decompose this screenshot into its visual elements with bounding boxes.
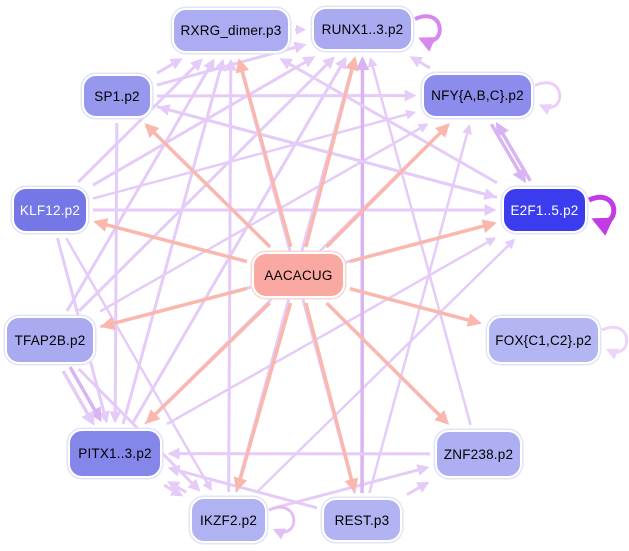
- node-KLF12[interactable]: KLF12.p2: [12, 187, 88, 233]
- node-label: REST.p3: [334, 512, 390, 528]
- node-ZNF238[interactable]: ZNF238.p2: [435, 430, 522, 478]
- node-label: RUNX1..3.p2: [321, 21, 404, 37]
- node-label: TFAP2B.p2: [14, 332, 86, 348]
- edge-AACACUG-PITX: [145, 301, 271, 424]
- edge-AACACUG-NFY: [325, 123, 450, 249]
- edge-KLF12-NFY: [92, 109, 417, 200]
- self-loop-RUNX: [414, 14, 442, 52]
- node-SP1[interactable]: SP1.p2: [82, 74, 152, 118]
- self-loop-E2F1: [588, 195, 617, 236]
- node-label: SP1.p2: [94, 88, 140, 104]
- node-TFAP2B[interactable]: TFAP2B.p2: [5, 316, 95, 364]
- edge-E2F1-SP1: [157, 104, 498, 199]
- edge-TFAP2B-RXRG: [65, 58, 215, 312]
- edge-KLF12-RUNX: [92, 56, 316, 187]
- node-AACACUG[interactable]: AACACUG: [252, 252, 345, 298]
- edge-AACACUG-IKZF2: [233, 302, 293, 492]
- node-IKZF2[interactable]: IKZF2.p2: [190, 497, 267, 543]
- edge-NFY-E2F1: [489, 123, 526, 184]
- node-E2F1[interactable]: E2F1..5.p2: [502, 187, 587, 233]
- edge-TFAP2B-PITX: [68, 366, 102, 422]
- edge-IKZF2-PITX: [167, 481, 188, 494]
- edge-E2F1-NFY: [495, 121, 532, 182]
- node-REST[interactable]: REST.p3: [322, 498, 402, 542]
- node-label: KLF12.p2: [19, 202, 81, 218]
- node-RXRG[interactable]: RXRG_dimer.p3: [172, 8, 290, 53]
- edge-AACACUG-E2F1: [349, 219, 497, 264]
- edge-PITX-RUNX: [130, 56, 347, 425]
- edge-AACACUG-RUNX: [304, 56, 359, 248]
- edge-IKZF2-RXRG: [224, 58, 237, 493]
- edge-PITX-E2F1: [166, 237, 497, 426]
- edge-REST-NFY: [368, 123, 472, 494]
- node-label: ZNF238.p2: [443, 446, 514, 462]
- edge-AACACUG-SP1: [144, 123, 272, 249]
- edge-AACACUG-KLF12: [93, 218, 248, 264]
- self-loop-NFY: [534, 81, 562, 115]
- self-loop-FOX: [601, 326, 629, 360]
- node-PITX[interactable]: PITX1..3.p2: [68, 429, 162, 478]
- edge-REST-ZNF238: [406, 481, 430, 496]
- edge-SP1-RXRG: [156, 58, 183, 75]
- node-label: RXRG_dimer.p3: [180, 23, 282, 38]
- node-RUNX[interactable]: RUNX1..3.p2: [312, 7, 413, 51]
- edge-IKZF2-E2F1: [256, 238, 516, 493]
- node-label: IKZF2.p2: [199, 512, 258, 528]
- edge-TFAP2B-PITX: [61, 370, 95, 426]
- edge-TFAP2B-NFY: [99, 123, 429, 313]
- node-NFY[interactable]: NFY{A,B,C}.p2: [422, 73, 533, 118]
- self-loop-IKZF2: [268, 506, 296, 540]
- edge-AACACUG-RXRG: [235, 58, 293, 248]
- edge-AACACUG-TFAP2B: [100, 286, 248, 331]
- node-label: NFY{A,B,C}.p2: [431, 88, 524, 103]
- edge-E2F1-RXRG: [279, 58, 498, 185]
- node-label: E2F1..5.p2: [510, 202, 579, 218]
- edge-NFY-RUNX: [409, 56, 431, 70]
- node-label: PITX1..3.p2: [78, 446, 152, 461]
- edge-AACACUG-ZNF238: [325, 301, 450, 425]
- node-label: AACACUG: [264, 267, 333, 283]
- edge-AACACUG-REST: [304, 302, 359, 493]
- edge-AACACUG-FOX: [349, 286, 482, 327]
- node-FOX[interactable]: FOX{C1,C2}.p2: [487, 316, 600, 364]
- edge-KLF12-RXRG: [77, 58, 203, 184]
- node-label: FOX{C1,C2}.p2: [495, 332, 592, 348]
